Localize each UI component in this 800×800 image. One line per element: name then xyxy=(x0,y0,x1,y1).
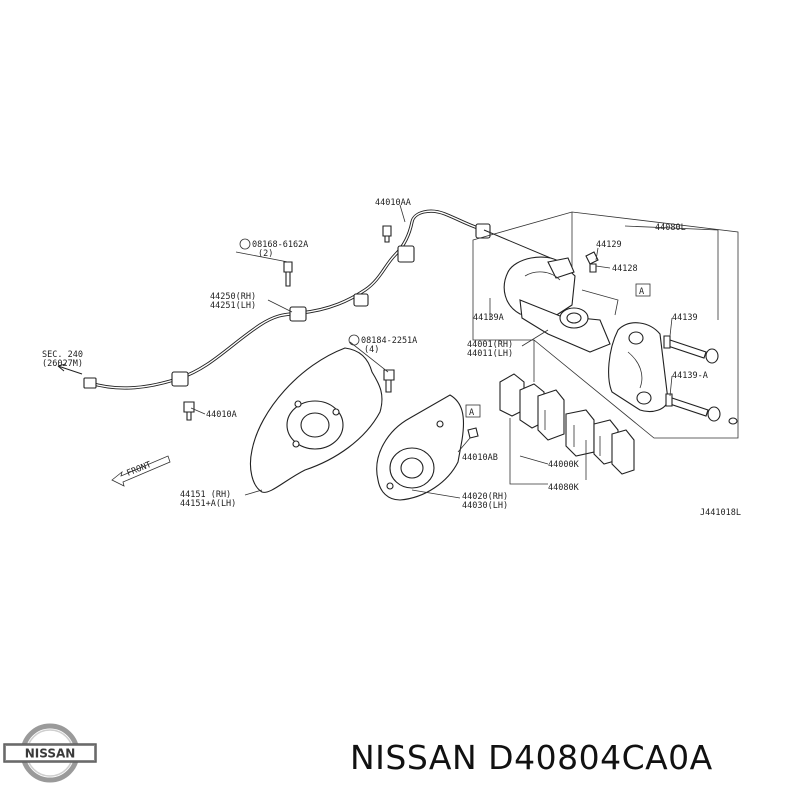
callout-08168-qty: (2) xyxy=(258,249,273,259)
leader-lines xyxy=(190,204,719,499)
callout-08184-2251a: 08184-2251A xyxy=(361,336,417,346)
callout-26027m: (26027M) xyxy=(42,359,83,369)
callout-44151-lh: 44151+A(LH) xyxy=(180,499,236,509)
callout-44139-a-right: 44139-A xyxy=(672,371,708,381)
callout-44151-rh: 44151 (RH) xyxy=(180,490,231,500)
front-arrow-icon xyxy=(111,455,171,487)
sec240-arrow-icon xyxy=(57,363,83,375)
marker-a-upper: A xyxy=(639,287,644,297)
nissan-logo: NISSAN xyxy=(3,723,97,783)
callout-44080l: 44080L xyxy=(655,223,686,233)
circled-s-icon xyxy=(348,334,360,346)
diagram-code: J441018L xyxy=(700,508,741,518)
front-label: FRONT xyxy=(125,460,152,479)
brake-hose-assembly xyxy=(83,209,561,421)
callout-44139a-left: 44139A xyxy=(473,313,504,323)
caliper-box xyxy=(472,211,739,439)
callout-44010aa: 44010AA xyxy=(375,198,411,208)
guide-pins xyxy=(663,335,738,425)
callout-44000k: 44000K xyxy=(548,460,580,470)
circled-s-icon xyxy=(239,238,251,250)
logo-text: NISSAN xyxy=(25,747,76,761)
callout-44030: 44030(LH) xyxy=(462,501,508,511)
callout-44011: 44011(LH) xyxy=(467,349,513,359)
callout-44250: 44250(RH) xyxy=(210,292,256,302)
dust-shield xyxy=(249,347,383,493)
marker-a-box-upper: A xyxy=(635,283,651,297)
callout-44129: 44129 xyxy=(596,240,622,250)
marker-a-lower: A xyxy=(469,408,474,418)
callout-44080k: 44080K xyxy=(548,483,580,493)
callout-44139: 44139 xyxy=(672,313,698,323)
callout-44001: 44001(RH) xyxy=(467,340,513,350)
callout-sec240: SEC. 240 xyxy=(42,350,83,360)
callout-44128: 44128 xyxy=(612,264,638,274)
callout-08184-qty: (4) xyxy=(364,345,379,355)
callout-08168-6162a: 08168-6162A xyxy=(252,240,308,250)
callout-44010ab: 44010AB xyxy=(462,453,498,463)
marker-a-box-lower: A xyxy=(465,404,481,418)
caliper-body xyxy=(503,251,619,353)
callout-44251: 44251(LH) xyxy=(210,301,256,311)
backing-plate xyxy=(376,369,479,501)
callout-44020: 44020(RH) xyxy=(462,492,508,502)
callout-44010a: 44010A xyxy=(206,410,237,420)
brake-pads xyxy=(499,373,635,475)
product-title: NISSAN D40804CA0A xyxy=(350,738,713,777)
torque-member xyxy=(608,322,669,413)
